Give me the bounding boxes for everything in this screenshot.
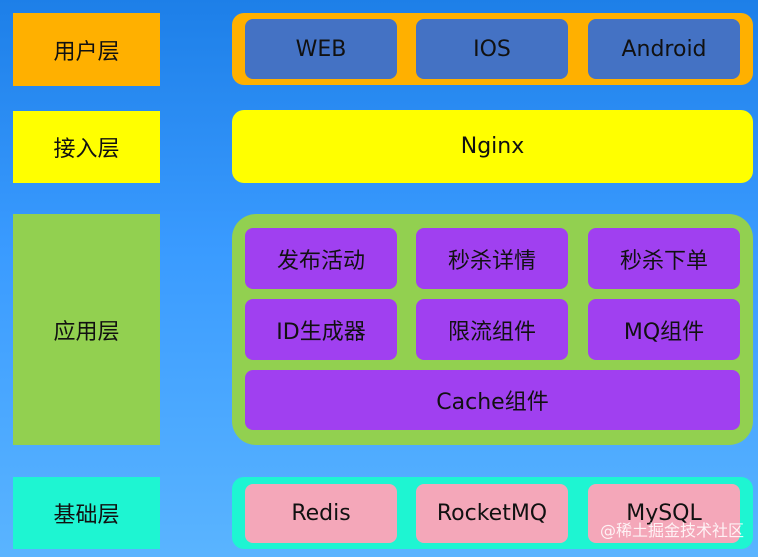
app-item-rate-limiter: 限流组件 bbox=[416, 299, 568, 360]
user-layer-container: WEB IOS Android bbox=[232, 13, 753, 85]
base-item-redis: Redis bbox=[245, 484, 397, 543]
user-layer-label: 用户层 bbox=[13, 13, 160, 86]
user-item-android: Android bbox=[588, 19, 740, 79]
access-layer-label: 接入层 bbox=[13, 111, 160, 183]
access-layer-nginx: Nginx bbox=[232, 110, 753, 183]
base-item-rocketmq: RocketMQ bbox=[416, 484, 568, 543]
base-item-mysql: MySQL bbox=[588, 484, 740, 543]
app-item-mq-component: MQ组件 bbox=[588, 299, 740, 360]
app-item-seckill-order: 秒杀下单 bbox=[588, 228, 740, 289]
user-item-ios: IOS bbox=[416, 19, 568, 79]
app-item-seckill-detail: 秒杀详情 bbox=[416, 228, 568, 289]
base-layer-label: 基础层 bbox=[13, 477, 160, 549]
app-layer-container: 发布活动 秒杀详情 秒杀下单 ID生成器 限流组件 MQ组件 Cache组件 bbox=[232, 214, 753, 445]
app-item-id-generator: ID生成器 bbox=[245, 299, 397, 360]
app-item-publish-activity: 发布活动 bbox=[245, 228, 397, 289]
app-item-cache-component: Cache组件 bbox=[245, 370, 740, 430]
base-layer-container: Redis RocketMQ MySQL bbox=[232, 477, 753, 549]
app-layer-label: 应用层 bbox=[13, 214, 160, 445]
watermark: @稀土掘金技术社区 bbox=[599, 521, 744, 540]
user-item-web: WEB bbox=[245, 19, 397, 79]
